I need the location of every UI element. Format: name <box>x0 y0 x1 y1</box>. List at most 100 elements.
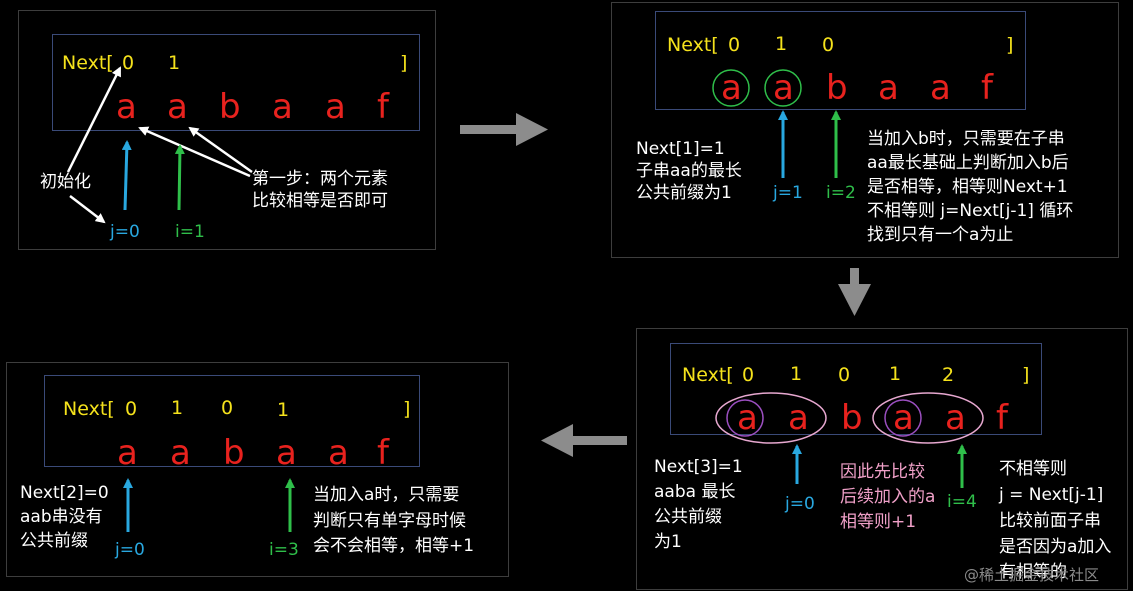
prefix-ellipse-icon <box>715 392 827 444</box>
explanation-note: 不相等则 j=Next[j-1] 循环 <box>867 201 1074 221</box>
explanation-note: 不相等则 <box>999 459 1067 479</box>
next-label: Next[ <box>682 364 734 386</box>
next-value: 1 <box>168 52 181 74</box>
string-letter: a <box>328 433 349 473</box>
result-note: aaba 最长 <box>654 482 736 502</box>
next-value: 1 <box>790 363 803 385</box>
string-letter: a <box>117 433 138 473</box>
i-pointer-arrow-icon <box>174 144 185 211</box>
explanation-note: 当加入a时，只需要 <box>313 485 460 505</box>
explanation-note: 当加入b时，只需要在子串 <box>867 129 1065 149</box>
explanation-note: 比较前面子串 <box>999 511 1101 531</box>
explanation-note: 会不会相等，相等+1 <box>313 536 475 556</box>
init-arrow-icon <box>66 66 122 173</box>
panel-step-3 <box>636 328 1128 590</box>
next-value: 1 <box>277 399 290 421</box>
i-pointer-label: i=4 <box>947 492 977 512</box>
string-letter: a <box>930 68 951 108</box>
result-note: 子串aa的最长 <box>636 161 742 181</box>
next-value: 0 <box>728 34 741 56</box>
result-note: 为1 <box>654 532 682 552</box>
string-letter: f <box>377 87 389 127</box>
string-letter: a <box>276 433 297 473</box>
panel-step-4 <box>6 362 509 577</box>
next-value: 1 <box>889 363 902 385</box>
compare-circle-icon <box>884 399 922 437</box>
array-box-step-4 <box>44 375 420 467</box>
compare-circle-icon <box>726 399 764 437</box>
compare-note: 后续加入的a <box>840 487 936 507</box>
string-letter: a <box>116 87 137 127</box>
string-letter: a <box>167 87 188 127</box>
string-letter: b <box>826 68 848 108</box>
step-arrow-icon <box>188 126 253 174</box>
explanation-note: aa最长基础上判断加入b后 <box>867 153 1069 173</box>
next-value: 0 <box>122 52 135 74</box>
next-value: 0 <box>125 398 138 420</box>
i-pointer-label: i=2 <box>826 183 856 203</box>
next-bracket-close: ] <box>1006 34 1014 56</box>
string-letter: b <box>219 87 241 127</box>
watermark: @稀土掘金技术社区 <box>964 566 1100 584</box>
string-letter: f <box>981 68 993 108</box>
step-note: 比较相等是否即可 <box>252 191 388 211</box>
panel-step-2 <box>611 2 1119 258</box>
array-box-step-2 <box>655 11 1026 110</box>
string-letter: f <box>996 398 1008 438</box>
next-bracket-close: ] <box>400 52 408 74</box>
compare-note: 因此先比较 <box>840 462 925 482</box>
string-letter: a <box>170 433 191 473</box>
panel-step-1 <box>18 10 436 250</box>
string-letter: f <box>377 433 389 473</box>
result-note: 公共前缀 <box>20 531 88 551</box>
match-circle-icon <box>764 69 802 107</box>
string-letter: b <box>223 433 245 473</box>
string-letter: a <box>878 68 899 108</box>
next-value: 0 <box>838 364 851 386</box>
result-note: Next[2]=0 <box>20 483 109 503</box>
array-box-step-3 <box>670 343 1042 435</box>
next-value: 0 <box>742 364 755 386</box>
string-letter: b <box>841 398 863 438</box>
string-letter: a <box>945 398 966 438</box>
explanation-note: 有相等的 <box>999 562 1067 582</box>
next-value: 0 <box>221 397 234 419</box>
j-pointer-label: j=0 <box>115 540 145 560</box>
i-pointer-label: i=3 <box>269 540 299 560</box>
string-letter: a <box>325 87 346 127</box>
j-pointer-label: j=0 <box>110 222 140 242</box>
j-pointer-label: j=1 <box>773 183 803 203</box>
compare-note: 相等则+1 <box>840 512 917 532</box>
next-value: 0 <box>822 34 835 56</box>
match-circle-icon <box>712 69 750 107</box>
next-bracket-close: ] <box>403 398 411 420</box>
step-note: 第一步：两个元素 <box>252 169 388 189</box>
explanation-note: 找到只有一个a为止 <box>867 225 1014 245</box>
j-pointer-arrow-icon <box>121 140 132 211</box>
string-letter: a <box>272 87 293 127</box>
explanation-note: 是否因为a加入 <box>999 537 1112 557</box>
j-pointer-label: j=0 <box>785 494 815 514</box>
result-note: 公共前缀为1 <box>636 183 732 203</box>
next-value: 1 <box>171 397 184 419</box>
string-letter: a <box>773 68 794 108</box>
flow-arrow-down-icon <box>838 268 871 316</box>
explanation-note: j = Next[j-1] <box>999 485 1104 505</box>
result-note: aab串没有 <box>20 507 103 527</box>
step-arrow-icon <box>138 126 251 178</box>
result-note: Next[3]=1 <box>654 457 743 477</box>
result-note: Next[1]=1 <box>636 139 725 159</box>
next-label: Next[ <box>62 52 114 74</box>
string-letter: a <box>788 398 809 438</box>
flow-arrow-right-icon <box>460 113 548 146</box>
next-label: Next[ <box>667 34 719 56</box>
init-arrow-icon <box>69 195 106 224</box>
next-bracket-close: ] <box>1022 364 1030 386</box>
string-letter: a <box>893 398 914 438</box>
string-letter: a <box>737 398 758 438</box>
string-letter: a <box>721 68 742 108</box>
explanation-note: 判断只有单字母时候 <box>313 511 466 531</box>
next-label: Next[ <box>63 398 115 420</box>
suffix-ellipse-icon <box>872 392 984 444</box>
